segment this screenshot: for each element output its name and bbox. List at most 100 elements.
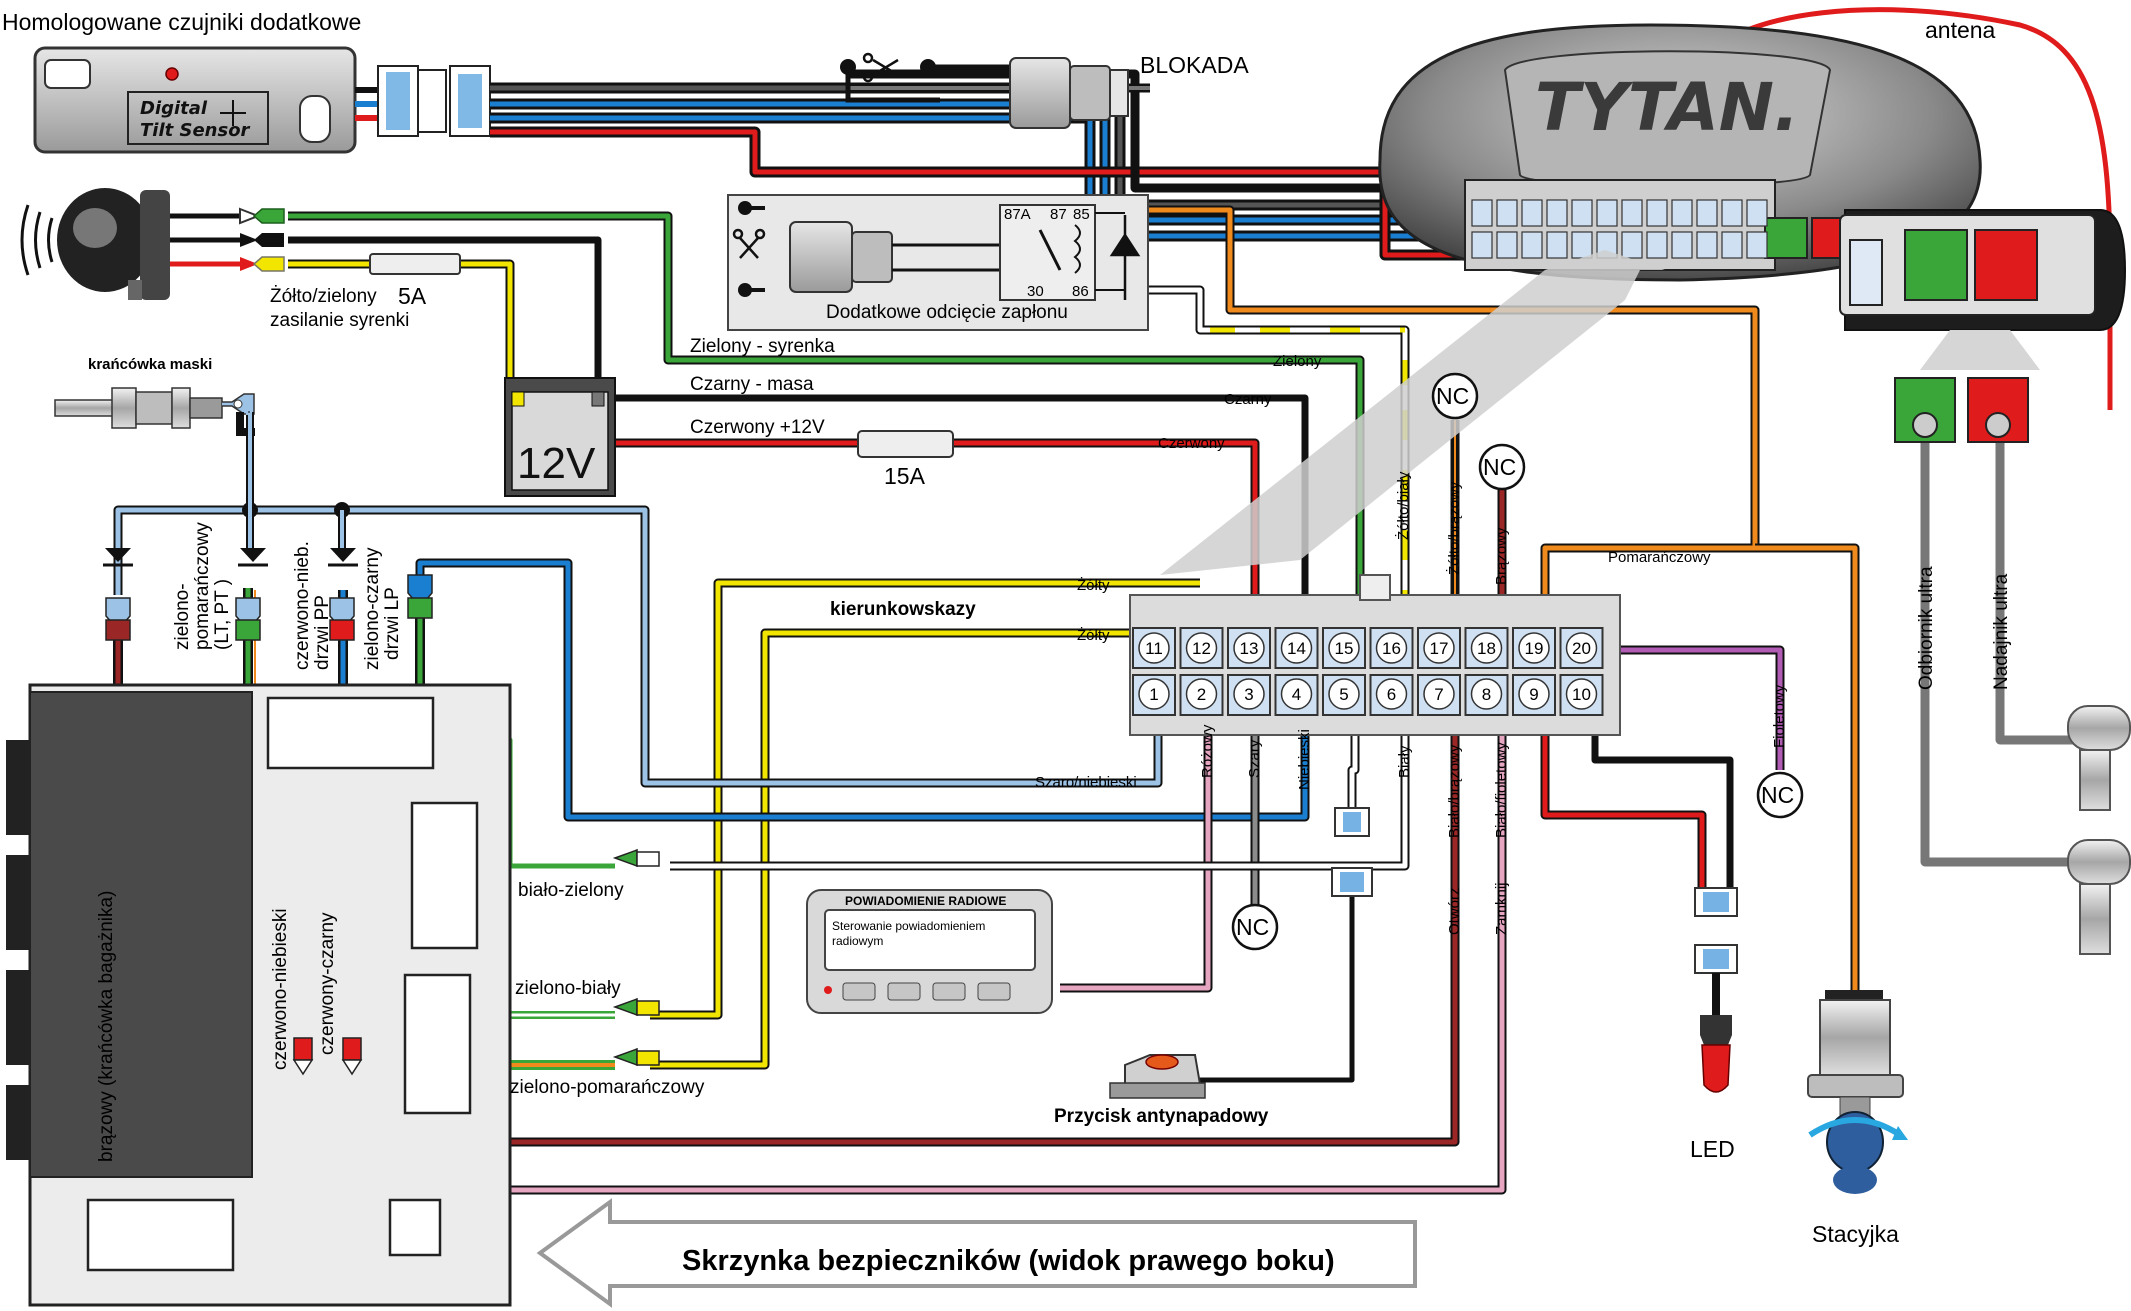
connector-pin-socket	[1470, 678, 1503, 710]
antenna-label: antena	[1925, 17, 1996, 43]
connector-pin-socket	[1233, 678, 1265, 710]
label-brazowy: Brązowy	[1493, 527, 1510, 585]
siren-power-label: Żółto/zielony	[270, 286, 377, 307]
connector-pin-socket	[1470, 632, 1503, 664]
relay-pin-85: 85	[1073, 206, 1090, 223]
label-green-siren: Zielony - syrenka	[690, 336, 835, 357]
label-szary: Szary	[1246, 739, 1263, 778]
unit-pin	[1621, 231, 1643, 259]
label-zielono-pomaranczowy: zielono-pomarańczowy	[510, 1077, 705, 1098]
connector-pin-number: 3	[1244, 685, 1253, 704]
tilt-sensor-harness	[355, 65, 491, 137]
label-szaro-niebieski: Szaro/niebieski	[1035, 774, 1137, 791]
connector-pin-number: 19	[1525, 639, 1544, 658]
label-ziel-czarny-lp-1: zielono-czarny	[362, 547, 383, 670]
relay-pin-30: 30	[1027, 283, 1044, 300]
wires	[113, 7, 2113, 1195]
ignition-switch	[1807, 990, 1908, 1194]
label-red-12v: Czerwony +12V	[690, 417, 825, 438]
unit-pin	[1521, 231, 1543, 259]
connector-pin-socket	[1280, 632, 1313, 664]
siren	[20, 188, 170, 300]
ultrasound-sensors	[2067, 705, 2131, 955]
siren-wires	[170, 207, 285, 272]
label-czerwony: Czerwony	[1158, 435, 1225, 452]
connector-pin-number: 5	[1339, 685, 1348, 704]
fuse-box	[6, 683, 512, 1307]
nc-marker-20: NC	[1761, 782, 1794, 808]
label-otworz: Otwórz	[1446, 887, 1463, 935]
label-czerwono-niebieski: czerwono-niebieski	[270, 908, 291, 1070]
connector-pin-socket	[1138, 678, 1170, 710]
connector-pin-number: 14	[1287, 639, 1306, 658]
unit-pin	[1621, 199, 1643, 227]
connector-pin-number: 17	[1430, 639, 1449, 658]
label-bialo-fioletowy: Biało/fioletowy	[1493, 742, 1510, 838]
siren-power-label-2: zasilanie syrenki	[270, 310, 409, 331]
nc-marker-17: NC	[1436, 383, 1469, 409]
hood-switch-label: krańcówka maski	[88, 356, 212, 373]
hood-switch	[54, 387, 255, 429]
unit-pin	[1546, 199, 1568, 227]
unit-pin	[1496, 199, 1518, 227]
connector-pin-number: 2	[1197, 685, 1206, 704]
label-ziel-czarny-lp-2: drzwi LP	[382, 587, 403, 660]
relay-pin-87a: 87A	[1004, 206, 1031, 223]
unit-pin	[1746, 231, 1768, 259]
relay-pin-87: 87	[1050, 206, 1067, 223]
main-fuse-rating: 15A	[884, 463, 926, 489]
nc-markers: NC NC NC NC	[1231, 372, 1804, 951]
siren-fuse-rating: 5A	[398, 283, 427, 309]
blokada-label: BLOKADA	[1140, 52, 1249, 78]
crosshair-icon	[220, 100, 246, 126]
connector-pin-socket	[1185, 678, 1218, 710]
connector-pin-socket	[1375, 632, 1408, 664]
connector-pin-socket	[1328, 678, 1360, 710]
ignition-cutoff-label: Dodatkowe odcięcie zapłonu	[826, 302, 1068, 323]
label-zolty-1: Żółty	[1077, 576, 1110, 594]
connector-pin-number: 13	[1240, 639, 1259, 658]
connector-pin-socket	[1423, 632, 1455, 664]
label-zamknij: Zamknij	[1493, 882, 1510, 935]
label-bialy: Biały	[1396, 745, 1413, 778]
label-odbiornik: Odbiornik ultra	[1916, 566, 1937, 690]
label-fioletowy: Fioletowy	[1771, 684, 1788, 748]
connector-pin-number: 10	[1572, 685, 1591, 704]
unit-pin	[1471, 199, 1493, 227]
radio-text: Sterowanie powiadomieniem	[832, 919, 985, 933]
label-zolty-2: Żółty	[1077, 626, 1110, 644]
battery-label: 12V	[517, 439, 596, 488]
label-bialo-brazowy: Biało/brązowy	[1446, 744, 1463, 838]
connector-pin-number: 9	[1529, 685, 1538, 704]
label-czerw-nieb-pp-2: drzwi PP	[312, 595, 333, 670]
unit-pin	[1671, 199, 1693, 227]
scissors-icon	[862, 52, 899, 83]
unit-connector-pins	[1471, 199, 1768, 259]
panic-button-label: Przycisk antynapadowy	[1054, 1106, 1269, 1127]
connector-pin-socket	[1518, 632, 1550, 664]
nc-marker-3: NC	[1236, 914, 1269, 940]
nc-marker-18: NC	[1483, 454, 1516, 480]
label-zielony: Zielony	[1273, 353, 1322, 370]
alarm-control-unit: TYTAN.	[1378, 23, 1982, 282]
connector-pin-number: 18	[1477, 639, 1496, 658]
unit-pin	[1671, 231, 1693, 259]
unit-pin	[1696, 199, 1718, 227]
connector-pin-socket	[1328, 632, 1360, 664]
unit-pin	[1746, 199, 1768, 227]
label-czerwony-czarny: czerwony-czarny	[317, 912, 338, 1055]
connector-pin-number: 12	[1192, 639, 1211, 658]
connector-pin-socket	[1565, 678, 1598, 710]
connector-pin-socket	[1423, 678, 1455, 710]
unit-pin	[1521, 199, 1543, 227]
page-title: Homologowane czujniki dodatkowe	[2, 9, 361, 35]
unit-pin	[1471, 231, 1493, 259]
led	[1694, 887, 1738, 1093]
connector-pin-number: 8	[1482, 685, 1491, 704]
label-zielono-pom-1: zielono-	[172, 583, 193, 650]
battery: 12V	[504, 377, 616, 497]
label-zielono-bialy: zielono-biały	[515, 978, 621, 999]
ultrasound-module	[1839, 209, 2127, 443]
